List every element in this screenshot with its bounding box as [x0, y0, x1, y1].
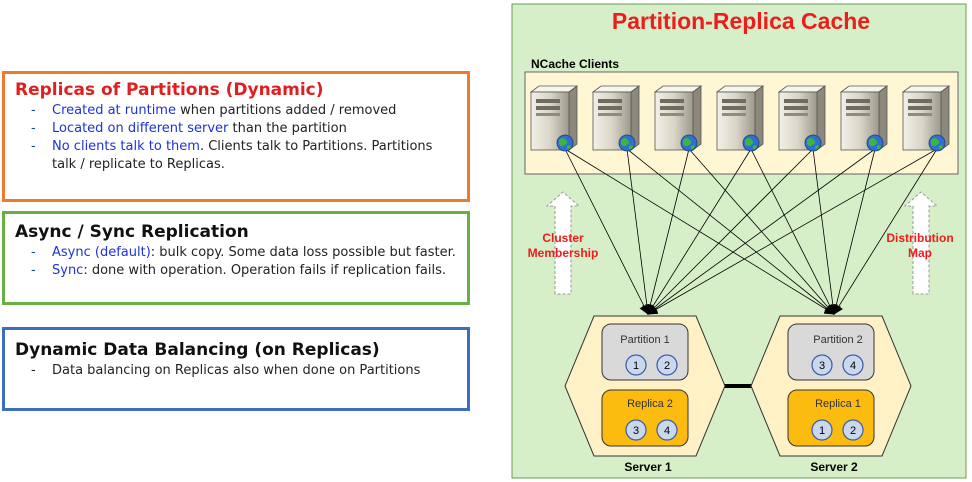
replica-2-item-label: 3 — [633, 425, 639, 437]
partition-1-item — [656, 354, 678, 376]
partition-1-item-label: 2 — [664, 360, 670, 372]
cluster-label-line1: Cluster — [542, 231, 584, 245]
replication-box: Async / Sync Replication -Async (default… — [2, 211, 470, 305]
replicas-item: -No clients talk to them. Clients talk t… — [31, 139, 433, 172]
replica-1-item — [811, 419, 833, 441]
balancing-box: Dynamic Data Balancing (on Replicas) -Da… — [2, 327, 470, 411]
replica-1-item-label: 1 — [819, 425, 825, 437]
distribution-label-line2: Map — [908, 246, 932, 260]
replica-1-label: Replica 1 — [815, 398, 861, 410]
client-connection-line — [564, 148, 649, 315]
replicas-title: Replicas of Partitions (Dynamic) — [15, 80, 324, 100]
replication-item: -Sync: done with operation. Operation fa… — [31, 263, 446, 278]
distribution-label-line1: Distribution — [886, 231, 953, 245]
replica-1-item — [842, 419, 864, 441]
partition-1-item — [625, 354, 647, 376]
replication-list: -Async (default): bulk copy. Some data l… — [15, 244, 457, 280]
partition-1-item-label: 1 — [633, 360, 639, 372]
globe-icon — [680, 134, 698, 152]
replicas-list: -Created at runtime when partitions adde… — [15, 102, 457, 174]
globe-icon — [928, 134, 946, 152]
partition-2-item-label: 3 — [819, 360, 825, 372]
client-servers — [529, 85, 951, 152]
globe-icon — [618, 134, 636, 152]
globe-icon — [556, 134, 574, 152]
partition-2-item — [842, 354, 864, 376]
client-connection-line — [647, 148, 938, 315]
balancing-item: -Data balancing on Replicas also when do… — [31, 363, 421, 378]
distribution-map-arrow — [903, 191, 939, 295]
replica-1-item-label: 2 — [850, 425, 856, 437]
clients-label: NCache Clients — [531, 57, 619, 71]
partition-2-item — [811, 354, 833, 376]
partition-2-item-label: 4 — [850, 360, 856, 372]
replicas-item: -Created at runtime when partitions adde… — [31, 103, 397, 118]
client-connection-line — [647, 148, 814, 315]
client-connection-line — [833, 148, 938, 315]
client-connection-line — [645, 148, 690, 315]
replica-2-label: Replica 2 — [627, 398, 673, 410]
server-2-label: Server 2 — [810, 460, 858, 474]
globe-icon — [742, 134, 760, 152]
replicas-of-partitions-box: Replicas of Partitions (Dynamic) -Create… — [2, 71, 470, 202]
diagram-title: Partition-Replica Cache — [612, 8, 870, 34]
server-1-label: Server 1 — [624, 460, 672, 474]
cluster-membership-arrow — [545, 191, 581, 295]
replication-title: Async / Sync Replication — [15, 222, 249, 242]
client-connection-line — [812, 148, 838, 315]
client-server-icon — [591, 85, 641, 151]
client-connection-line — [831, 148, 876, 315]
replica-2-item-label: 4 — [664, 425, 670, 437]
replicas-item: -Located on different server than the pa… — [31, 121, 347, 136]
cluster-label-line2: Membership — [528, 246, 599, 260]
client-connection-line — [647, 148, 876, 315]
replication-item: -Async (default): bulk copy. Some data l… — [31, 245, 456, 260]
connection-lines — [564, 148, 938, 315]
globe-icon — [804, 134, 822, 152]
client-server-icon — [529, 85, 579, 151]
replica-2-item — [625, 419, 647, 441]
balancing-title: Dynamic Data Balancing (on Replicas) — [15, 340, 380, 360]
balancing-list: -Data balancing on Replicas also when do… — [15, 362, 457, 380]
globe-icon — [866, 134, 884, 152]
client-connection-line — [626, 148, 652, 315]
client-connection-line — [647, 148, 752, 315]
replica-2-item — [656, 419, 678, 441]
partition-2-label: Partition 2 — [813, 334, 863, 346]
partition-1-label: Partition 1 — [620, 334, 670, 346]
